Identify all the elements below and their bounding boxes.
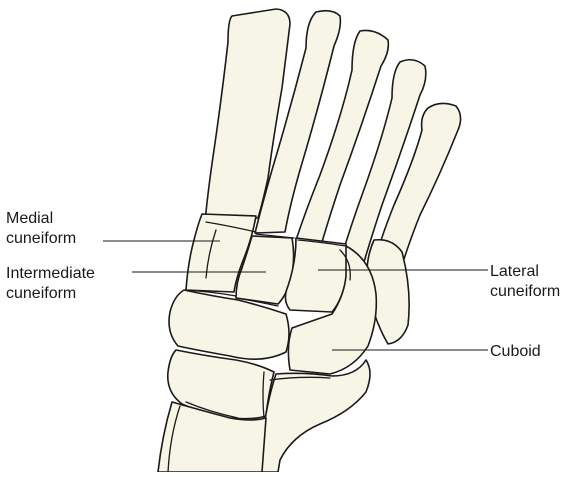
intermediate-cuneiform-label-line2: cuneiform bbox=[6, 284, 95, 304]
medial-cuneiform-label: Medial cuneiform bbox=[6, 209, 76, 249]
lateral-cuneiform-bone bbox=[285, 238, 347, 312]
lateral-cuneiform-label-line2: cuneiform bbox=[490, 282, 560, 302]
lateral-cuneiform-label-line1: Lateral bbox=[490, 262, 560, 282]
lateral-cuneiform-label: Lateral cuneiform bbox=[490, 262, 560, 302]
cuboid-label: Cuboid bbox=[490, 342, 541, 362]
medial-cuneiform-label-line2: cuneiform bbox=[6, 229, 76, 249]
cuboid-label-line1: Cuboid bbox=[490, 342, 541, 362]
medial-cuneiform-label-line1: Medial bbox=[6, 209, 76, 229]
intermediate-cuneiform-label-line1: Intermediate bbox=[6, 264, 95, 284]
intermediate-cuneiform-label: Intermediate cuneiform bbox=[6, 264, 95, 304]
